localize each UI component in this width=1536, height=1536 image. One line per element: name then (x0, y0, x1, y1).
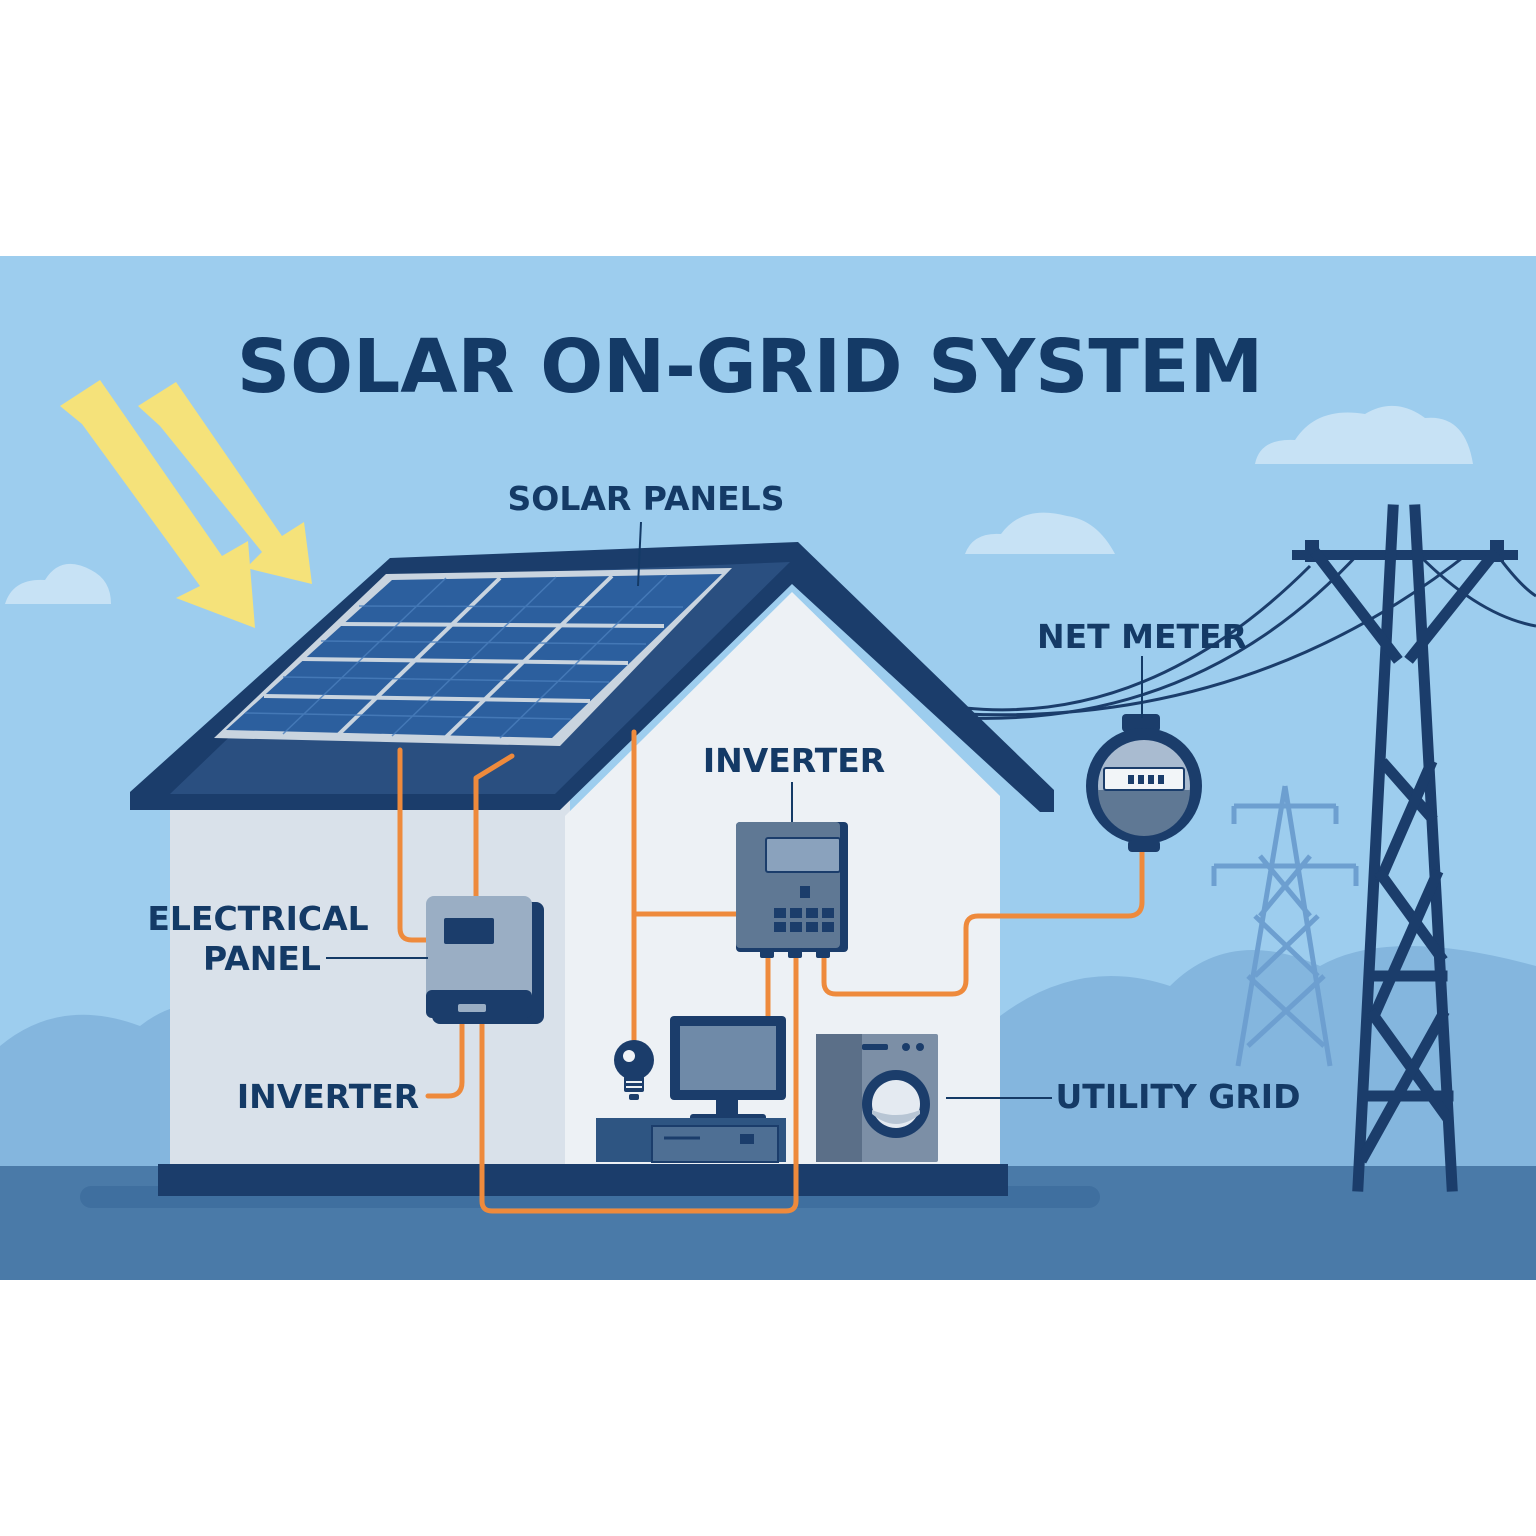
label-solar-panels: SOLAR PANELS (508, 479, 785, 518)
electrical-panel-box (426, 896, 544, 1024)
wiring (397, 729, 1145, 1214)
net-meter-icon (1086, 714, 1202, 852)
label-electrical-panel-line2: PANEL (203, 939, 321, 978)
wire-panel-to-left-box (397, 747, 431, 943)
house-foundation (158, 1164, 1008, 1196)
solar-panel-array (214, 568, 732, 746)
cloud-left (5, 563, 111, 604)
solar-on-grid-diagram: SOLAR ON-GRID SYSTEM SOLAR PANELS NET ME… (0, 256, 1536, 1280)
leader-solar-panels (637, 521, 642, 587)
light-bulb-icon (614, 1040, 654, 1100)
sun-rays (60, 380, 312, 628)
page-title: SOLAR ON-GRID SYSTEM (237, 324, 1263, 410)
inverter-box (736, 822, 848, 958)
label-inverter-bottom: INVERTER (237, 1077, 419, 1116)
label-net-meter: NET METER (1037, 617, 1247, 656)
utility-pole-tower (1292, 504, 1518, 1192)
diagram-canvas: SOLAR ON-GRID SYSTEM SOLAR PANELS NET ME… (0, 256, 1536, 1280)
computer-icon (596, 1016, 786, 1163)
wire-panel-to-left-box-2 (473, 753, 515, 901)
label-electrical-panel-line1: ELECTRICAL (147, 899, 368, 938)
label-utility-grid: UTILITY GRID (1056, 1077, 1301, 1116)
house-left-wall (170, 796, 570, 1166)
label-leader-lines (326, 521, 1143, 1099)
clouds (5, 405, 1473, 604)
wire-loop-bottom (479, 951, 799, 1214)
washing-machine-icon (816, 1034, 938, 1162)
sun-ray-right (138, 382, 312, 584)
cloud-mid (965, 512, 1115, 554)
background-tower (1211, 785, 1359, 1067)
cloud-right (1255, 405, 1473, 464)
wire-to-meter (821, 843, 1145, 997)
label-inverter-top: INVERTER (703, 741, 885, 780)
sun-ray-left (60, 380, 255, 628)
wire-to-inverter-label (425, 1017, 465, 1099)
